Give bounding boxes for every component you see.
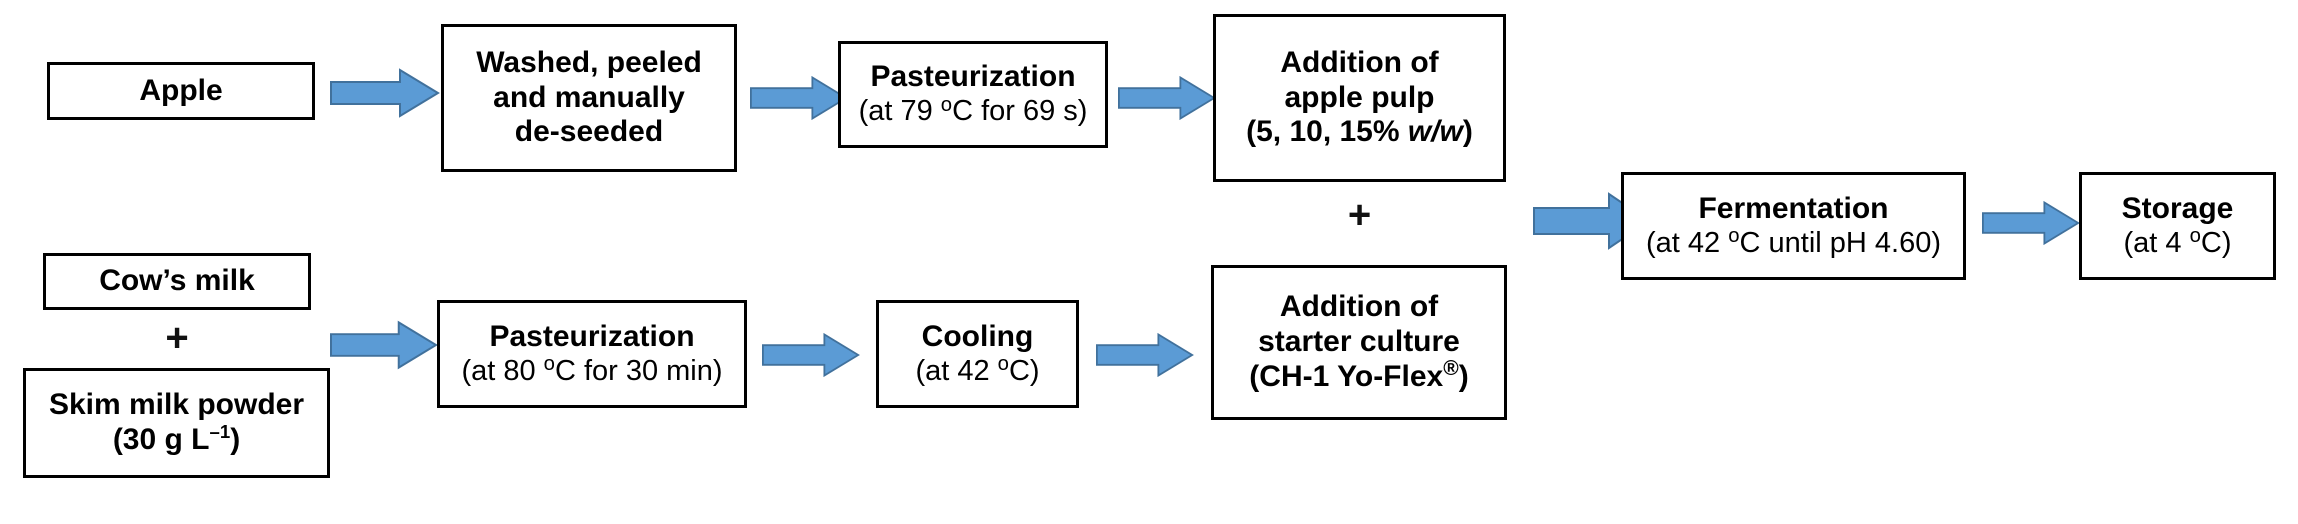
node-washed-peeled-deseeded: Washed, peeled and manually de-seeded — [441, 24, 737, 172]
skim-line-1: Skim milk powder — [48, 388, 305, 422]
culture-line-2: starter culture — [1258, 325, 1460, 359]
cooling-line-2: (at 42 oC) — [915, 353, 1040, 387]
node-pasteurization-apple: Pasteurization (at 79 oC for 69 s) — [838, 41, 1108, 148]
past-apple-line-2: (at 79 oC for 69 s) — [858, 93, 1088, 128]
node-addition-of-apple-pulp: Addition of apple pulp (5, 10, 15% w/w) — [1213, 14, 1506, 182]
pulp-line-2: apple pulp — [1284, 80, 1435, 114]
cooling-line-1: Cooling — [921, 319, 1034, 353]
culture-line-1: Addition of — [1279, 290, 1439, 324]
arrow-pasteurization-to-pulp — [1118, 73, 1216, 123]
washed-line-1: Washed, peeled — [476, 45, 702, 79]
node-cooling: Cooling (at 42 oC) — [876, 300, 1079, 408]
skim-line-2: (30 g L–1) — [112, 421, 241, 456]
node-apple: Apple — [47, 62, 315, 120]
ferment-line-2: (at 42 oC until pH 4.60) — [1646, 225, 1941, 259]
plus-milk: + — [165, 316, 189, 360]
washed-line-3: de-seeded — [514, 115, 664, 149]
arrow-milk-to-pasteurization — [330, 320, 438, 370]
arrow-apple-to-washed — [330, 68, 440, 118]
past-apple-line-1: Pasteurization — [870, 60, 1076, 94]
storage-line-1: Storage — [2121, 191, 2234, 225]
node-apple-label: Apple — [139, 73, 223, 107]
arrow-fermentation-to-storage — [1982, 198, 2080, 248]
cows-milk-label: Cow’s milk — [99, 264, 255, 298]
plus-merge: + — [1347, 193, 1372, 237]
past-milk-line-2: (at 80 oC for 30 min) — [461, 353, 723, 387]
culture-line-3: (CH-1 Yo-Flex®) — [1249, 356, 1469, 393]
storage-line-2: (at 4 oC) — [2123, 225, 2232, 259]
node-skim-milk-powder: Skim milk powder (30 g L–1) — [23, 368, 330, 478]
node-pasteurization-milk: Pasteurization (at 80 oC for 30 min) — [437, 300, 747, 408]
washed-line-2: and manually — [493, 80, 685, 114]
pulp-line-3: (5, 10, 15% w/w) — [1246, 115, 1473, 149]
arrow-pasteurization-to-cooling — [762, 330, 860, 380]
node-addition-of-starter-culture: Addition of starter culture (CH-1 Yo-Fle… — [1211, 265, 1507, 420]
node-cows-milk: Cow’s milk — [43, 253, 311, 310]
ferment-line-1: Fermentation — [1698, 191, 1889, 225]
pulp-line-1: Addition of — [1280, 45, 1439, 79]
past-milk-line-1: Pasteurization — [489, 319, 695, 353]
node-fermentation: Fermentation (at 42 oC until pH 4.60) — [1621, 172, 1966, 280]
arrow-washed-to-pasteurization — [750, 73, 848, 123]
node-storage: Storage (at 4 oC) — [2079, 172, 2276, 280]
arrow-cooling-to-culture — [1096, 330, 1194, 380]
